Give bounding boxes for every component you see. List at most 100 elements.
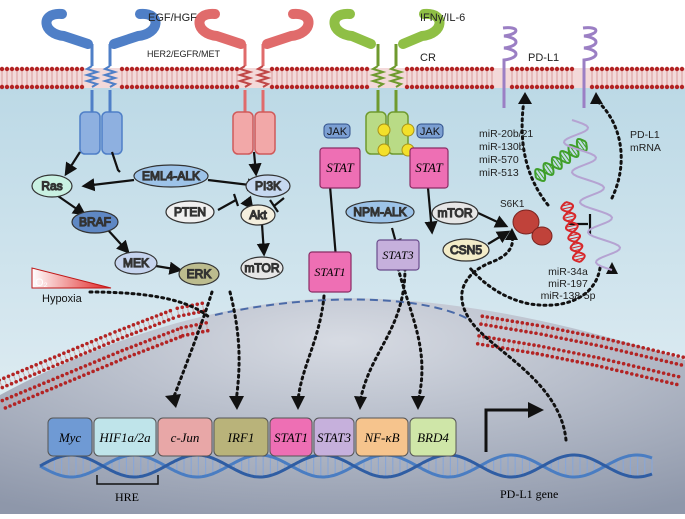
ribosome-large [512, 209, 540, 235]
braf-node: BRAF [71, 210, 119, 234]
tf-box-irf1: IRF1 [213, 417, 269, 457]
mirna-bottom-item: miR-197 [548, 278, 588, 290]
erk-node: ERK [178, 262, 220, 286]
stat3-cyto-box [376, 239, 420, 271]
jak-group: JAK JAK [323, 123, 444, 139]
phospho-site [377, 123, 391, 137]
stat-right-box [409, 147, 449, 189]
tf-box-stat1: STAT1 [269, 417, 313, 457]
tf-box-label: c-Jun [171, 430, 200, 445]
egf-receptor [41, 8, 161, 155]
stat-right-label: STAT [415, 160, 443, 175]
mirna-top-list: miR-20b/21 miR-130b miR-570 miR-513 [479, 128, 533, 179]
npm-alk-node: NPM-ALK [345, 200, 415, 224]
mirna-top-item: miR-570 [479, 154, 519, 166]
ifn-il6-label: IFNγ/IL-6 [420, 12, 465, 24]
mirna-top-item: miR-130b [479, 141, 525, 153]
svg-text:Akt: Akt [249, 208, 267, 222]
hre-bracket [96, 475, 159, 485]
plasma-membrane [0, 66, 685, 90]
phospho-site [377, 143, 391, 157]
node-group: Ras EML4-ALK PI3K BRAF PTEN Akt MEK ERK … [31, 164, 490, 286]
pdl1-protein-left [502, 26, 518, 108]
svg-text:EML4-ALK: EML4-ALK [142, 169, 200, 183]
svg-text:ERK: ERK [187, 267, 212, 281]
jak-right-label: JAK [420, 126, 441, 138]
pten-node: PTEN [165, 200, 215, 224]
transcription-factor-row: Myc HIF1a/2a c-Jun IRF1 STAT1 STAT3 NF-κB BRD4 [47, 417, 457, 457]
jak-right-box [416, 123, 444, 139]
tf-box-stat3: STAT3 [313, 417, 355, 457]
svg-text:mTOR: mTOR [437, 206, 472, 220]
nuclear-envelope-dashed [214, 298, 471, 321]
tf-box-myc: Myc [47, 417, 93, 457]
stat1-cyto-box [308, 251, 352, 293]
svg-text:Ras: Ras [41, 179, 62, 193]
ribosome-small [531, 226, 553, 246]
stat1-cyto-label: STAT1 [314, 265, 345, 279]
svg-text:PI3K: PI3K [255, 179, 281, 193]
mirna-helix-red [560, 201, 586, 263]
svg-text:NPM-ALK: NPM-ALK [353, 205, 406, 219]
ras-node: Ras [31, 174, 73, 198]
pdl1-gene-label: PD-L1 gene [500, 487, 558, 501]
tf-box-label: STAT3 [317, 430, 351, 445]
mtor-right-node: mTOR [431, 201, 479, 225]
csn5-node: CSN5 [442, 238, 490, 262]
tf-box-brd4: BRD4 [409, 417, 457, 457]
transcription-start-arrowhead [528, 402, 544, 418]
eml4-alk-node: EML4-ALK [133, 164, 209, 188]
svg-text:MEK: MEK [123, 256, 149, 270]
tf-box-label: STAT1 [274, 430, 308, 445]
mtor-left-node: mTOR [240, 256, 284, 280]
svg-text:PTEN: PTEN [174, 205, 206, 219]
stat-group: STAT STAT STAT1 STAT3 [308, 147, 449, 293]
mirna-top-item: miR-20b/21 [479, 128, 533, 140]
hre-label: HRE [115, 490, 139, 504]
stat-left-label: STAT [326, 160, 354, 175]
tf-box-label: Myc [58, 430, 82, 445]
stat-left-box [319, 147, 361, 189]
inhibition-markers [217, 193, 592, 234]
pdl1-protein-label: PD-L1 [528, 52, 559, 64]
dna-double-helix [39, 453, 653, 479]
tf-box-hif1a-2a: HIF1a/2a [93, 417, 157, 457]
jak-left-box [323, 123, 351, 139]
hypoxia-label: Hypoxia [42, 293, 83, 305]
tf-box-label: HIF1a/2a [98, 430, 151, 445]
tf-box-c-jun: c-Jun [157, 417, 213, 457]
o2-label: O₂ [35, 277, 48, 289]
transcription-start-arrow [484, 408, 530, 452]
akt-node: Akt [240, 204, 276, 226]
stat3-cyto-label: STAT3 [382, 248, 413, 262]
pi3k-receptor [194, 8, 314, 155]
nuclear-envelope-left [0, 301, 210, 410]
cr-label: CR [420, 52, 436, 64]
svg-text:BRAF: BRAF [79, 215, 111, 229]
mirna-bottom-list: miR-34a miR-197 miR-138-5p [541, 266, 596, 302]
s6k1-label: S6K1 [500, 199, 525, 210]
pdl1-mrna-label-line1: PD-L1 [630, 129, 660, 141]
hypoxia-indicator: O₂ Hypoxia [31, 267, 112, 305]
tf-box-label: IRF1 [227, 430, 255, 445]
pdl1-protein-right [582, 26, 598, 108]
csn5-arrow [487, 230, 511, 245]
jak-left-label: JAK [327, 126, 348, 138]
svg-text:CSN5: CSN5 [450, 243, 482, 257]
svg-text:mTOR: mTOR [244, 261, 279, 275]
nucleus [0, 298, 685, 514]
tf-box-label: BRD4 [417, 430, 449, 445]
phospho-site [401, 123, 415, 137]
her2-receptor-label: HER2/EGFR/MET [147, 49, 221, 59]
dotted-arrows [88, 98, 623, 442]
pdl1-mrna-strand [562, 119, 622, 271]
mirna-bottom-item: miR-138-5p [541, 290, 596, 302]
mirna-bottom-item: miR-34a [548, 266, 588, 278]
mirna-top-item: miR-513 [479, 167, 519, 179]
mek-node: MEK [114, 251, 158, 275]
tf-box-label: NF-κB [363, 430, 399, 445]
egf-hgf-label: EGF/HGF [148, 12, 197, 24]
tf-box-nf-b: NF-κB [355, 417, 409, 457]
pi3k-node: PI3K [245, 174, 291, 198]
